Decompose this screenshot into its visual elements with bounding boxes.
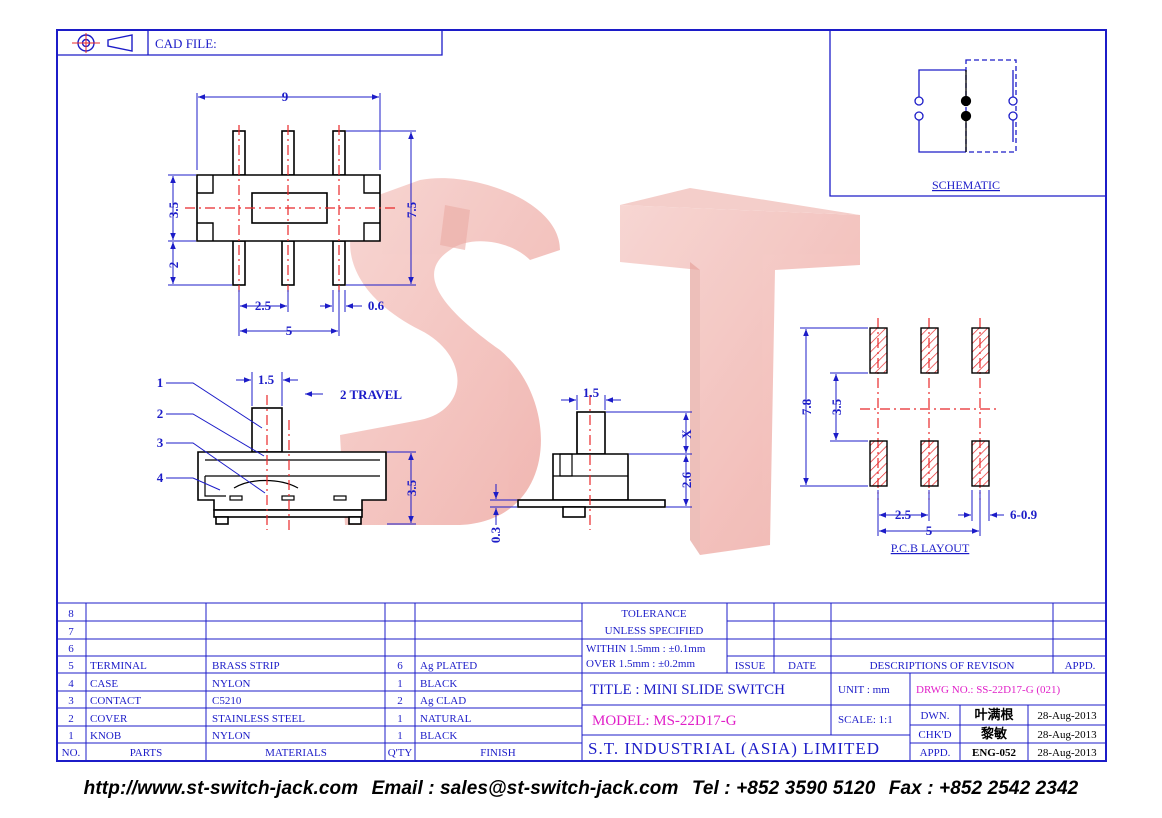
tel-text: Tel : +852 3590 5120: [691, 778, 876, 799]
bom-header-qty: Q'TY: [388, 747, 413, 759]
bom-table: 8 7 6 5 TERMINAL BRASS STRIP 6 Ag PLATED…: [57, 602, 583, 761]
bom-cell: 1: [397, 713, 403, 725]
dwn-date: 28-Aug-2013: [1037, 710, 1097, 722]
tolerance-line2: UNLESS SPECIFIED: [605, 625, 704, 637]
callout-1: 1: [157, 375, 164, 390]
bom-cell: NYLON: [212, 730, 251, 742]
bom-cell: 1: [397, 730, 403, 742]
bom-cell: 1: [68, 730, 74, 742]
appd-date: 28-Aug-2013: [1037, 747, 1097, 759]
callout-4: 4: [157, 470, 164, 485]
revision-issue-header: ISSUE: [735, 660, 766, 672]
dim-knob-width: 1.5: [258, 372, 275, 387]
tolerance-line1: TOLERANCE: [621, 608, 686, 620]
bom-header-parts: PARTS: [130, 747, 163, 759]
drawing-number: DRWG NO.: SS-22D17-G (021): [916, 684, 1061, 696]
dim-span: 5: [286, 323, 293, 338]
bom-cell: BRASS STRIP: [212, 660, 280, 672]
chk-name: 黎敏: [981, 726, 1008, 741]
bom-cell: Ag PLATED: [420, 660, 477, 672]
dim-pcb-pad: 6-0.9: [1010, 507, 1038, 522]
email-text[interactable]: Email : sales@st-switch-jack.com: [371, 778, 679, 799]
dim-body-height: 3.5: [166, 201, 181, 218]
revision-date-header: DATE: [788, 660, 816, 672]
website-link[interactable]: http://www.st-switch-jack.com: [83, 778, 359, 799]
fax-text: Fax : +852 2542 2342: [888, 778, 1079, 799]
bom-cell: BLACK: [420, 730, 457, 742]
dim-end-body: 2.6: [679, 471, 694, 488]
bom-cell: 3: [68, 695, 74, 707]
dim-pin-width: 0.6: [368, 298, 385, 313]
title-block: TOLERANCE UNLESS SPECIFIED WITHIN 1.5mm …: [582, 602, 1106, 761]
revision-appd-header: APPD.: [1065, 660, 1096, 672]
bom-cell: KNOB: [90, 730, 121, 742]
unit-label: UNIT : mm: [838, 684, 890, 696]
dim-end-base: 0.3: [488, 526, 503, 543]
top-view: 9 3.5 2 7.5 2.5 0.6 5: [166, 89, 419, 338]
travel-label: 2 TRAVEL: [340, 387, 402, 402]
dim-pcb-row: 3.5: [829, 398, 844, 415]
projection-symbol-icon: [72, 33, 133, 53]
bom-cell: 2: [397, 695, 403, 707]
bom-row-7-no: 7: [68, 626, 74, 638]
chk-date: 28-Aug-2013: [1037, 729, 1097, 741]
scale-label: SCALE: 1:1: [838, 714, 893, 726]
pcb-layout: 7.8 3.5 2.5 5 6-0.9 P.C.B LAYOUT: [799, 318, 1038, 555]
schematic-caption: SCHEMATIC: [932, 178, 1000, 192]
bom-cell: BLACK: [420, 678, 457, 690]
contact-footer: http://www.st-switch-jack.com Email : sa…: [0, 778, 1162, 800]
tolerance-over: OVER 1.5mm : ±0.2mm: [586, 658, 695, 670]
header-box: CAD FILE:: [57, 30, 443, 56]
tolerance-within: WITHIN 1.5mm : ±0.1mm: [586, 643, 706, 655]
bom-row-6-no: 6: [68, 643, 74, 655]
callout-3: 3: [157, 435, 164, 450]
dwn-label: DWN.: [920, 710, 949, 722]
bom-cell: COVER: [90, 713, 128, 725]
cad-file-label: CAD FILE:: [155, 36, 217, 51]
bom-cell: 6: [397, 660, 403, 672]
bom-cell: Ag CLAD: [420, 695, 466, 707]
bom-cell: C5210: [212, 695, 242, 707]
pcb-caption: P.C.B LAYOUT: [891, 541, 970, 555]
bom-header-no: NO.: [62, 747, 81, 759]
callout-2: 2: [157, 406, 164, 421]
bom-header-finish: FINISH: [480, 747, 516, 759]
bom-cell: CONTACT: [90, 695, 141, 707]
bom-cell: 5: [68, 660, 74, 672]
bom-row-8-no: 8: [68, 608, 74, 620]
side-view: 1 2 3 4 1.5 2 TRAVEL 3.5: [157, 372, 419, 530]
dim-side-height: 3.5: [404, 479, 419, 496]
appd-name: ENG-052: [972, 747, 1017, 759]
bom-cell: STAINLESS STEEL: [212, 713, 305, 725]
dim-pcb-pitch: 2.5: [895, 507, 912, 522]
appd-label: APPD.: [920, 747, 951, 759]
dim-end-knob: 1.5: [583, 385, 600, 400]
bom-cell: CASE: [90, 678, 118, 690]
dim-x: X: [679, 429, 694, 439]
bom-cell: NYLON: [212, 678, 251, 690]
bom-header-materials: MATERIALS: [265, 747, 327, 759]
chk-label: CHK'D: [918, 729, 951, 741]
dim-width: 9: [282, 89, 289, 104]
watermark-logo: [340, 178, 860, 555]
bom-cell: TERMINAL: [90, 660, 147, 672]
bom-cell: NATURAL: [420, 713, 472, 725]
drawing-title: TITLE : MINI SLIDE SWITCH: [590, 682, 785, 698]
bom-cell: 1: [397, 678, 403, 690]
dwn-name: 叶满根: [974, 707, 1014, 722]
bom-cell: 2: [68, 713, 74, 725]
end-view: 1.5 X 2.6 0.3: [488, 385, 694, 543]
dim-pitch: 2.5: [255, 298, 272, 313]
revision-desc-header: DESCRIPTIONS OF REVISON: [870, 660, 1015, 672]
dim-pcb-overall: 7.8: [799, 398, 814, 415]
dim-overall-height: 7.5: [404, 201, 419, 218]
company-name: S.T. INDUSTRIAL (ASIA) LIMITED: [588, 739, 880, 758]
dim-pcb-span: 5: [926, 523, 933, 538]
model-number: MODEL: MS-22D17-G: [592, 713, 737, 729]
bom-cell: 4: [68, 678, 74, 690]
schematic-panel: SCHEMATIC: [829, 30, 1106, 197]
dim-pin-length: 2: [166, 262, 181, 269]
